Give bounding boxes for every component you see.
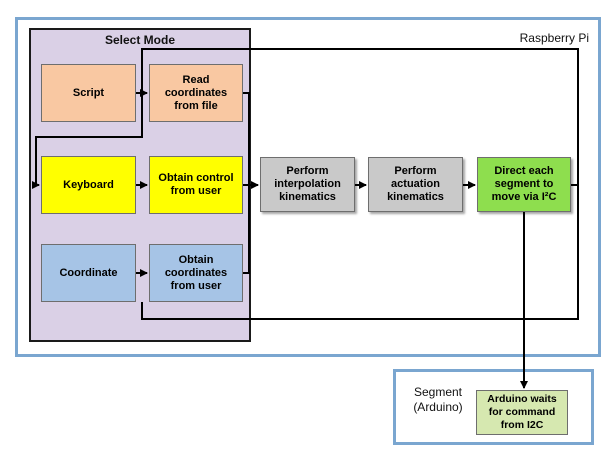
mode-coordinate-box: Coordinate xyxy=(41,244,136,302)
mode-script-box: Script xyxy=(41,64,136,122)
segment-container xyxy=(393,369,594,445)
interpolation-kinematics-box: Perform interpolation kinematics xyxy=(260,157,355,212)
obtain-coordinates-box: Obtain coordinates from user xyxy=(149,244,243,302)
select-mode-label: Select Mode xyxy=(104,33,176,47)
arduino-waits-box: Arduino waits for command from I2C xyxy=(476,390,568,435)
loop-top-connector xyxy=(32,48,579,189)
loop-bottom-connector xyxy=(141,185,579,320)
actuation-kinematics-box: Perform actuation kinematics xyxy=(368,157,463,212)
connector-read-merge xyxy=(243,92,250,185)
read-coordinates-box: Read coordinates from file xyxy=(149,64,243,122)
direct-segment-box: Direct each segment to move via I²C xyxy=(477,157,571,212)
raspberry-pi-label: Raspberry Pi xyxy=(519,31,589,45)
mode-keyboard-box: Keyboard xyxy=(41,156,136,214)
raspberry-pi-container xyxy=(15,17,601,357)
segment-label: Segment (Arduino) xyxy=(413,385,463,414)
obtain-control-box: Obtain control from user xyxy=(149,156,243,214)
connector-coord-merge xyxy=(243,185,250,274)
